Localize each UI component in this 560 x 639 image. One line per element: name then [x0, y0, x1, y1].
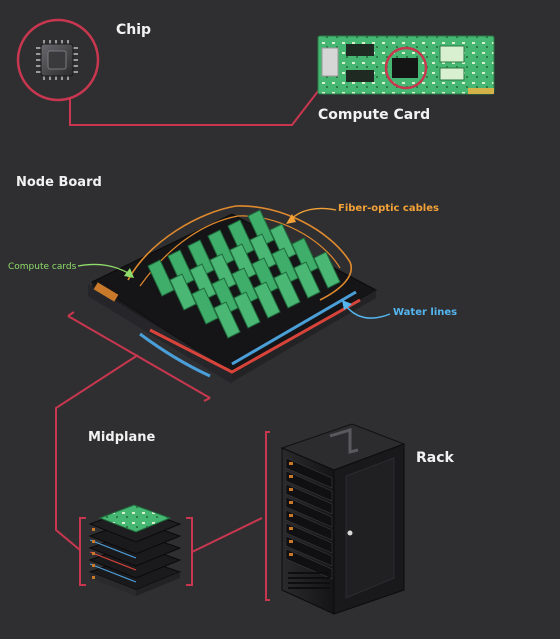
- midplane-stack: [88, 504, 182, 596]
- chip-label: Chip: [116, 22, 152, 38]
- compute-cards-annotation: Compute cards: [8, 262, 77, 272]
- compute-card-connector-edge: [468, 88, 494, 94]
- compute-card-chip-highlight: [384, 46, 428, 90]
- rack-bracket: [265, 431, 270, 601]
- node-board-handle: [93, 282, 119, 302]
- midplane-to-rack-connector: [191, 517, 263, 553]
- compute-card-bracket: [321, 47, 339, 77]
- compute-cards-arrow: [77, 263, 131, 275]
- rack-group: [280, 423, 406, 615]
- midplane-top-cards: [98, 504, 172, 533]
- node-board-group: [77, 205, 391, 384]
- nodeboard-bracket-tick: [67, 311, 75, 317]
- fiber-optic-cables-annotation: Fiber-optic cables: [338, 203, 439, 214]
- water-lines-annotation: Water lines: [393, 307, 458, 318]
- water-lines-arrow: [345, 305, 391, 319]
- water-line-blue: [139, 290, 357, 378]
- midplane-group: [88, 504, 182, 596]
- chip-group: [16, 18, 100, 102]
- chip-icon: [36, 40, 78, 80]
- rack-door-handle: [347, 530, 353, 536]
- node-board-compute-cards: [147, 209, 341, 339]
- compute-card-group: [317, 35, 495, 95]
- water-line-red: [149, 298, 361, 374]
- rack-server-slots: [285, 457, 333, 580]
- chip-to-card-connector: [69, 85, 335, 126]
- midplane-label: Midplane: [88, 430, 156, 445]
- nodeboard-bracket-tick-end: [203, 397, 211, 402]
- compute-card-label: Compute Card: [318, 107, 431, 123]
- nodeboard-bracket: [67, 315, 211, 399]
- fiber-optic-cable-path: [127, 205, 353, 301]
- midplane-bracket-left: [79, 517, 86, 586]
- rack-label: Rack: [416, 450, 454, 466]
- midplane-bracket-right: [186, 517, 193, 586]
- rack-vent-grille: [288, 572, 330, 589]
- node-board-label: Node Board: [16, 175, 102, 190]
- node-to-midplane-connector: [55, 354, 139, 551]
